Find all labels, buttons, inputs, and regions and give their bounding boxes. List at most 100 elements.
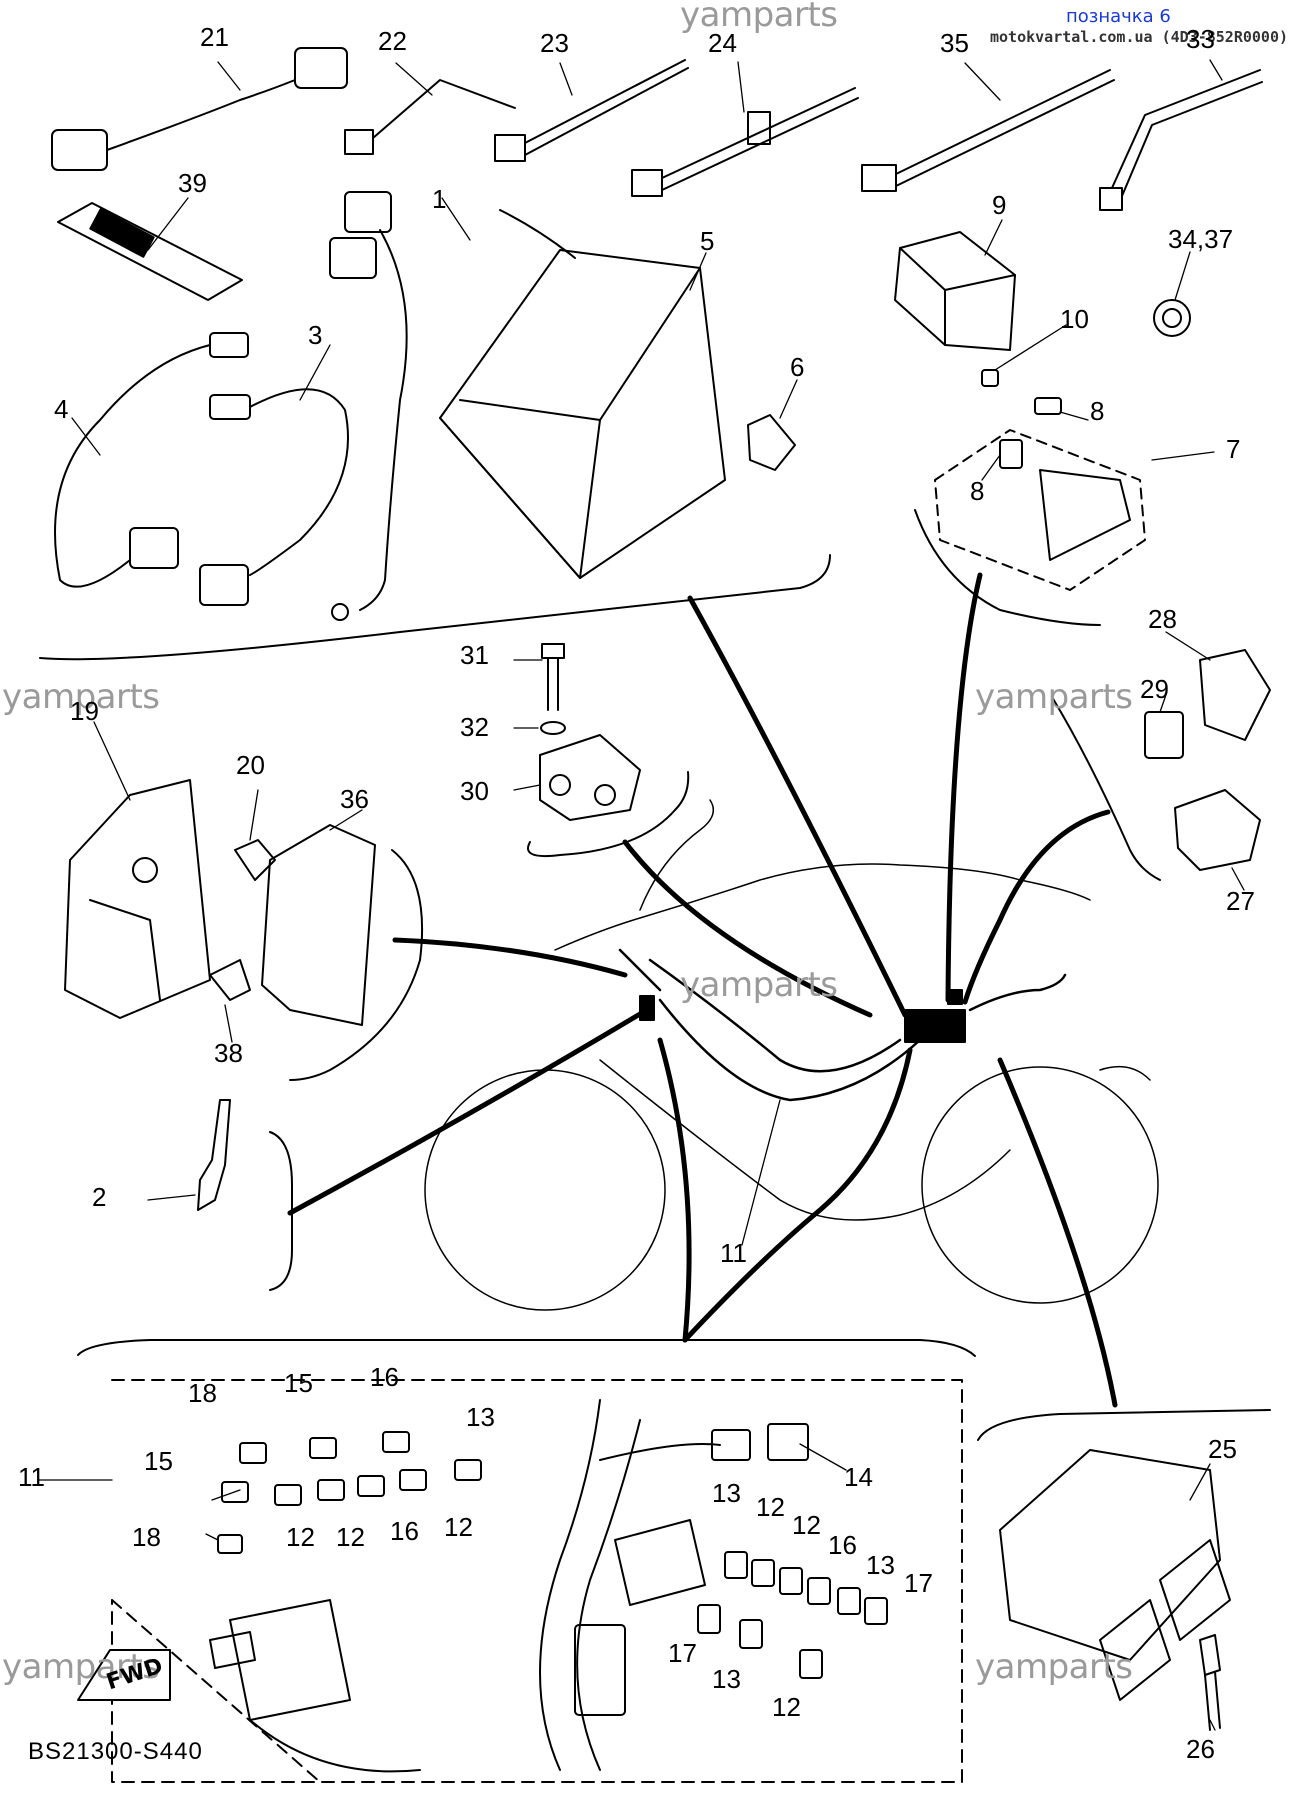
callout-11-center: 11 <box>720 1238 747 1268</box>
watermark: yamparts <box>2 1647 160 1687</box>
callout-14: 14 <box>844 1462 873 1492</box>
callout-leaders <box>37 59 1245 1731</box>
callout-13-bottom: 13 <box>712 1664 741 1694</box>
callout-12-a: 12 <box>286 1522 315 1552</box>
part-32-washer <box>540 721 566 735</box>
callout-15-top: 15 <box>284 1368 313 1398</box>
harness-clip-left <box>639 995 655 1021</box>
callout-30: 30 <box>460 776 489 806</box>
callout-7: 7 <box>1226 434 1241 464</box>
part-28-connector <box>1199 649 1271 741</box>
callout-2: 2 <box>92 1182 107 1212</box>
part-5-battery <box>439 249 726 579</box>
callout-26: 26 <box>1186 1734 1215 1764</box>
callout-24: 24 <box>708 28 737 58</box>
callout-19: 19 <box>70 696 99 726</box>
harness-block <box>904 1009 966 1043</box>
leader-lines <box>287 572 1118 1408</box>
callout-32: 32 <box>460 712 489 742</box>
callout-34-37: 34,37 <box>1168 224 1234 254</box>
callout-22: 22 <box>378 26 407 56</box>
watermark: yamparts <box>2 677 160 717</box>
callout-35: 35 <box>940 28 969 58</box>
part-21-sub-harness <box>51 47 348 171</box>
group-bracket-bottom <box>77 1339 976 1357</box>
part-8-fuse <box>999 397 1062 469</box>
group-bracket-right-relay <box>1051 696 1161 881</box>
callout-17-top: 17 <box>904 1568 933 1598</box>
callout-39: 39 <box>178 168 207 198</box>
part-39-label-plate <box>57 202 243 301</box>
harness-clip <box>947 989 963 1005</box>
callout-6: 6 <box>790 352 805 382</box>
part-34-clamp <box>1153 299 1191 337</box>
part-7-starter-relay <box>934 429 1146 591</box>
callout-16-top: 16 <box>370 1362 399 1392</box>
part-3-sensor-lead <box>199 388 349 606</box>
fuse-box-harness <box>209 1399 809 1773</box>
part-1-battery-cable <box>329 191 576 621</box>
part-20-clamp <box>234 839 276 881</box>
part-10-cap <box>981 369 999 387</box>
callout-11-left: 11 <box>18 1462 45 1492</box>
part-38-screw <box>209 959 251 1001</box>
watermark: yamparts <box>680 0 838 35</box>
group-bracket-bolt <box>527 771 690 858</box>
callout-12-bottom: 12 <box>772 1692 801 1722</box>
mark-label: позначка 6 <box>1066 6 1171 27</box>
group-bracket-ecu <box>289 849 423 1081</box>
callout-10: 10 <box>1060 304 1089 334</box>
callout-36: 36 <box>340 784 369 814</box>
callout-16-right: 16 <box>828 1530 857 1560</box>
callout-12-d: 12 <box>756 1492 785 1522</box>
callout-27: 27 <box>1226 886 1255 916</box>
callout-15-left: 15 <box>144 1446 173 1476</box>
part-24-cable-tie <box>631 87 859 197</box>
callout-28: 28 <box>1148 604 1177 634</box>
callout-38: 38 <box>214 1038 243 1068</box>
fuses <box>217 1431 888 1679</box>
part-33-cable-tie <box>1099 69 1263 211</box>
diagram-code: BS21300-S440 <box>28 1738 203 1765</box>
part-25-regulator <box>999 1449 1231 1701</box>
group-bracket-top-right <box>914 509 1101 626</box>
part-29-connector <box>1144 711 1184 759</box>
callout-29: 29 <box>1140 674 1169 704</box>
group-bracket-sensor <box>269 1131 293 1291</box>
callout-13-top: 13 <box>466 1402 495 1432</box>
callout-3: 3 <box>308 320 323 350</box>
motorcycle-silhouette <box>424 799 1159 1311</box>
part-22-cable-tie <box>344 79 516 155</box>
group-bracket-top-left <box>39 554 831 661</box>
group-bracket-regulator <box>977 1409 1271 1441</box>
part-9-relay <box>894 231 1016 351</box>
callout-13-right: 13 <box>712 1478 741 1508</box>
callout-21: 21 <box>200 22 229 52</box>
part-35-cable-tie <box>861 69 1115 192</box>
callout-12-c: 12 <box>444 1512 473 1542</box>
callout-16-mid: 16 <box>390 1516 419 1546</box>
watermark: yamparts <box>975 1647 1133 1687</box>
part-31-bolt <box>541 643 565 711</box>
part-6-terminal-cover <box>747 414 796 471</box>
part-2-sensor <box>197 1099 231 1211</box>
callout-9: 9 <box>992 190 1007 220</box>
callout-18-top: 18 <box>188 1378 217 1408</box>
callout-1: 1 <box>432 184 447 214</box>
callout-12-e: 12 <box>792 1510 821 1540</box>
callout-17-bottom: 17 <box>668 1638 697 1668</box>
callout-5: 5 <box>700 226 715 256</box>
part-4-sensor-lead <box>54 332 249 588</box>
part-26-bolt <box>1199 1634 1221 1731</box>
callout-25: 25 <box>1208 1434 1237 1464</box>
site-label: motokvartal.com.ua (4D3-852R0000) <box>990 28 1289 46</box>
callout-18-mid: 18 <box>132 1522 161 1552</box>
part-36-ecu <box>261 824 376 1026</box>
part-23-cable-tie <box>494 59 689 162</box>
fwd-arrow <box>77 1649 171 1701</box>
part-30-bracket <box>539 734 641 821</box>
watermark: yamparts <box>680 965 838 1005</box>
callout-8-upper: 8 <box>1090 396 1105 426</box>
callout-23: 23 <box>540 28 569 58</box>
